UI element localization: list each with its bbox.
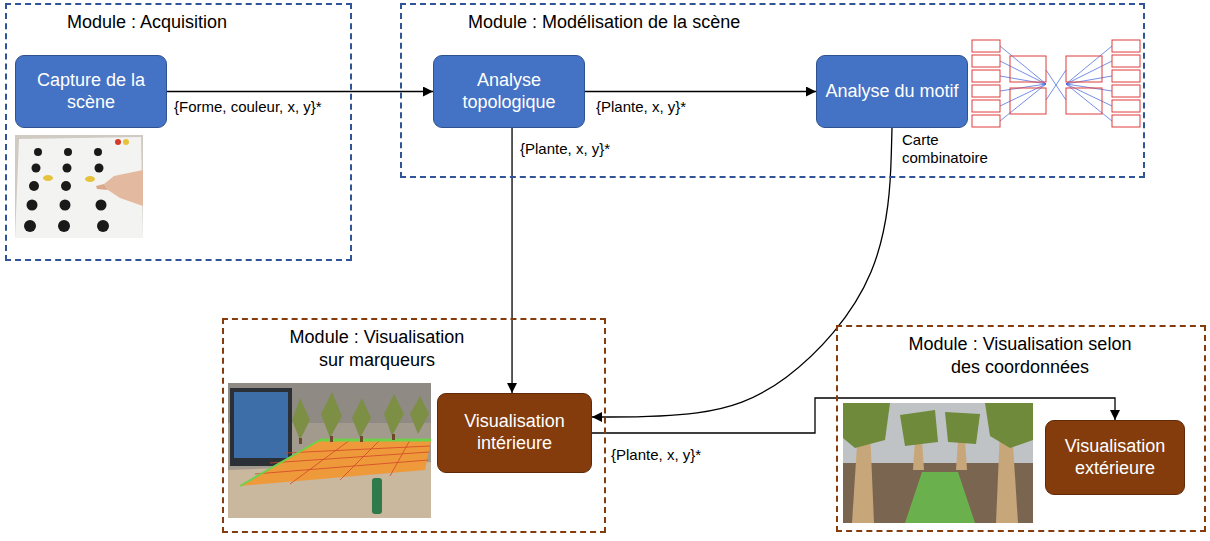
- edge-label: {Plante, x, y}*: [609, 446, 703, 464]
- module-title: Module : Acquisition: [67, 5, 350, 34]
- module-title: Module : Modélisation de la scène: [468, 5, 1143, 34]
- process-box: Capture de la scène: [15, 55, 167, 128]
- data-flow-arrow: [511, 128, 512, 393]
- process-label: Analyse du motif: [825, 81, 958, 103]
- data-flow-arrow: [592, 128, 892, 417]
- process-label: Visualisation intérieure: [446, 411, 583, 455]
- module-frame: Module : Visualisation selon des coordon…: [836, 325, 1206, 532]
- process-box: Analyse du motif: [816, 55, 968, 128]
- outdoor-screenshot: [843, 403, 1033, 523]
- edge-label: Carte combinatoire: [900, 131, 988, 167]
- module-frame: Module : Visualisation sur marqueursVisu…: [222, 318, 606, 533]
- process-label: Analyse topologique: [442, 70, 576, 114]
- edge-label: {Forme, couleur, x, y}*: [172, 98, 324, 116]
- module-title: Module : Visualisation selon des coordon…: [898, 327, 1142, 378]
- scene-photo: [15, 135, 143, 238]
- module-frame: Module : Modélisation de la scèneAnalyse…: [400, 3, 1145, 178]
- edge-label: {Plante, x, y}*: [594, 98, 688, 116]
- process-label: Capture de la scène: [24, 70, 158, 114]
- data-flow-arrow: [585, 91, 816, 92]
- combinatorial-map-picture: [972, 40, 1140, 127]
- process-box: Visualisation extérieure: [1045, 420, 1185, 495]
- module-frame: Module : AcquisitionCapture de la scène: [5, 3, 352, 261]
- edge-label: {Plante, x, y}*: [518, 140, 612, 158]
- process-box: Analyse topologique: [433, 55, 585, 128]
- process-box: Visualisation intérieure: [437, 393, 592, 473]
- data-flow-arrow: [167, 91, 433, 92]
- data-flow-arrow: [592, 398, 1115, 433]
- ar-screenshot: [228, 383, 431, 518]
- module-title: Module : Visualisation sur marqueurs: [278, 320, 476, 371]
- process-label: Visualisation extérieure: [1054, 436, 1176, 480]
